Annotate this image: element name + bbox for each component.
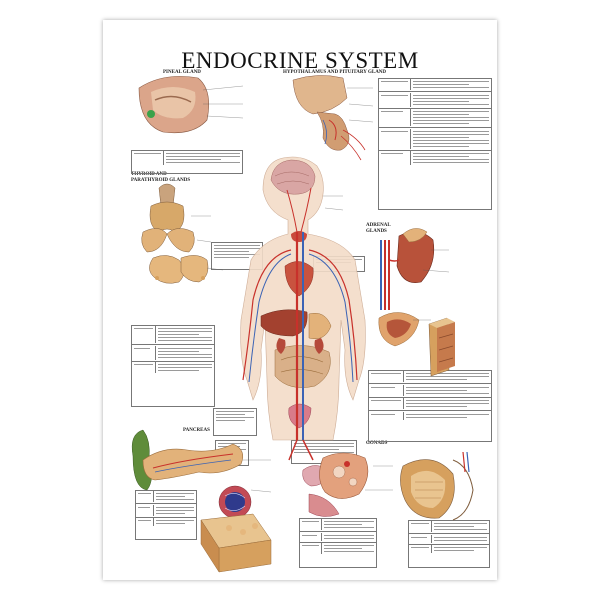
- label-leader-lines: [191, 85, 450, 493]
- section-pineal-gland: PINEAL GLAND: [163, 70, 201, 75]
- human-body-silhouette: [240, 156, 366, 461]
- testis-illustration: [400, 451, 474, 521]
- ovary-illustration: [302, 452, 369, 517]
- section-adrenal-heading-line2: GLANDS: [366, 229, 387, 234]
- section-hypothalamus-pituitary: HYPOTHALAMUS AND PITUITARY GLAND: [283, 70, 387, 75]
- pancreas-illustration: [131, 429, 272, 573]
- poster-title: ENDOCRINE SYSTEM: [181, 48, 419, 73]
- section-thyroid-heading-line2: PARATHYROID GLANDS: [131, 178, 191, 183]
- section-thyroid-heading-line1: THYROID AND: [131, 172, 167, 177]
- thyroid-hormone-table: [131, 325, 215, 407]
- section-pancreas: PANCREAS: [183, 428, 210, 433]
- ovary-hormone-table: [299, 518, 377, 568]
- hypothalamus-pituitary-illustration: [292, 75, 366, 161]
- pineal-gland-illustration: [138, 76, 209, 134]
- hypothalamus-hormone-table: [378, 78, 492, 210]
- anatomy-illustrations: [131, 75, 474, 573]
- thyroid-illustrations: [141, 183, 209, 284]
- endocrine-system-poster: ENDOCRINE SYSTEM PINEAL GLAND HYPOTHALAM…: [103, 20, 497, 580]
- adrenal-gland-illustration: [378, 228, 455, 377]
- testis-hormone-table: [408, 520, 490, 568]
- pancreas-hormone-table: [135, 490, 197, 540]
- section-gonads: GONADS: [366, 441, 388, 446]
- adrenal-hormone-table: [368, 370, 492, 442]
- pineal-hormone-table: [131, 150, 243, 174]
- liver-hormone-table: [213, 408, 257, 436]
- section-adrenal-heading-line1: ADRENAL: [366, 223, 391, 228]
